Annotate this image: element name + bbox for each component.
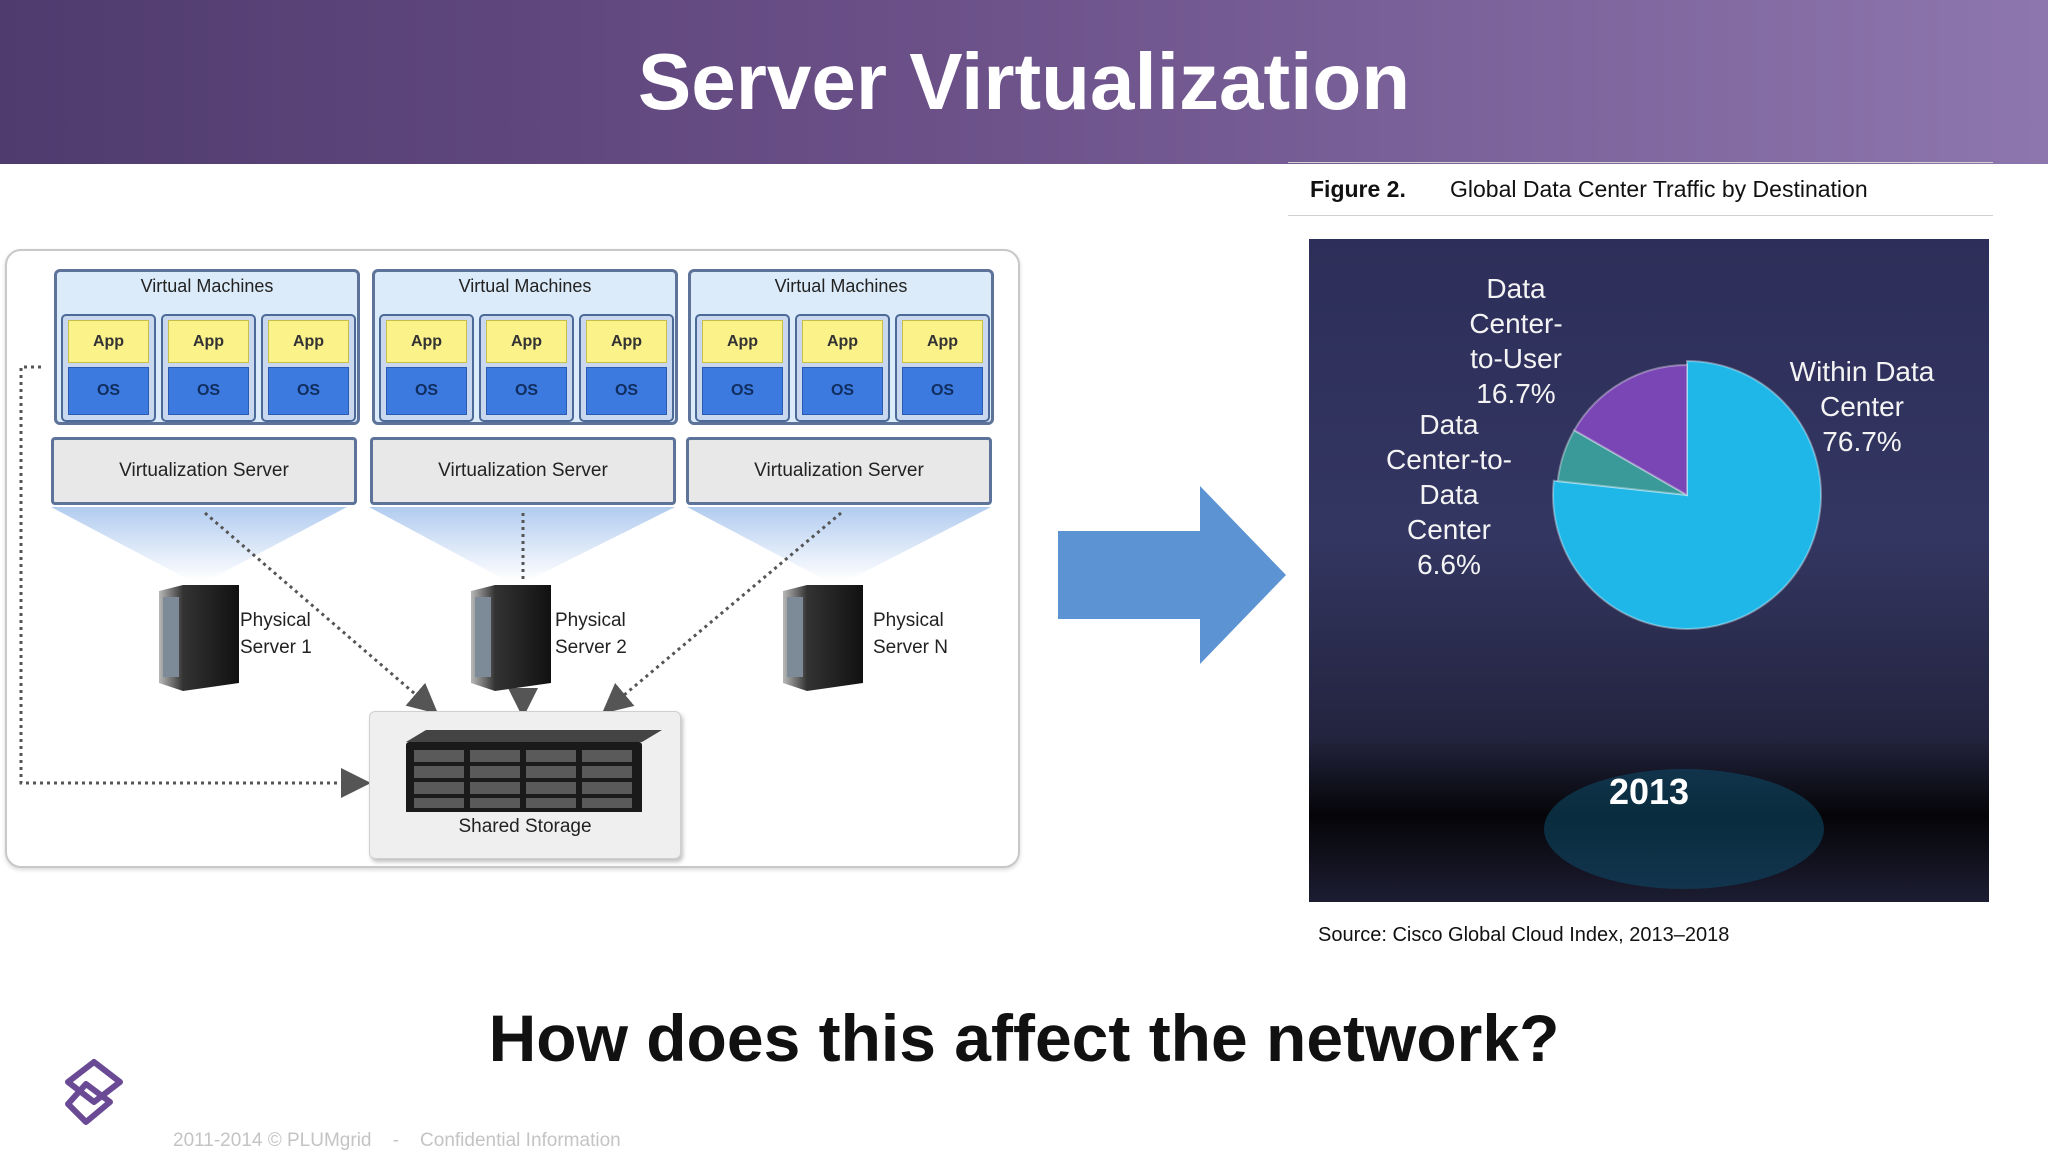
virtualization-server-3: Virtualization Server xyxy=(686,437,992,505)
app-box: App xyxy=(902,320,983,363)
physical-server-2-icon xyxy=(471,585,551,691)
vm-cluster-title: Virtual Machines xyxy=(774,276,908,296)
app-box: App xyxy=(386,320,467,363)
app-box: App xyxy=(68,320,149,363)
pie-slice-dc-to-dc xyxy=(1556,428,1688,496)
virtualization-server-1: Virtualization Server xyxy=(51,437,357,505)
os-box: OS xyxy=(586,367,667,415)
os-box: OS xyxy=(268,367,349,415)
pie-label-within-data-center: Within Data Center 76.7% xyxy=(1789,356,1935,457)
app-box: App xyxy=(586,320,667,363)
virtualization-server-2: Virtualization Server xyxy=(370,437,676,505)
figure-source: Source: Cisco Global Cloud Index, 2013–2… xyxy=(1318,924,1730,946)
figure-caption: Figure 2. Global Data Center Traffic by … xyxy=(1288,162,1993,216)
figure-title: Global Data Center Traffic by Destinatio… xyxy=(1450,176,1868,202)
diagram-connectors xyxy=(19,365,991,798)
os-box: OS xyxy=(702,367,783,415)
os-box: OS xyxy=(486,367,567,415)
app-box: App xyxy=(802,320,883,363)
arrow-server1-storage xyxy=(204,511,439,714)
question-text: How does this affect the network? xyxy=(488,1001,1560,1075)
arrow-vm-storage xyxy=(19,365,371,798)
vm-cluster-title: Virtual Machines xyxy=(458,276,592,296)
beam-3 xyxy=(687,507,991,581)
plumgrid-logo-icon xyxy=(65,1059,123,1125)
footer-text: 2011-2014 © PLUMgrid - Confidential Info… xyxy=(173,1130,621,1151)
beam-1 xyxy=(51,507,347,581)
storage-array-icon xyxy=(406,730,662,812)
app-box: App xyxy=(168,320,249,363)
os-box: OS xyxy=(902,367,983,415)
app-box: App xyxy=(486,320,567,363)
shared-storage-label: Shared Storage xyxy=(458,816,592,837)
arrow-serverN-storage xyxy=(601,511,842,714)
pie-label-dc-to-user: Data Center- to-User 16.7% xyxy=(1469,273,1563,409)
pie-year-label: 2013 xyxy=(1608,771,1690,812)
shared-storage: Shared Storage xyxy=(369,711,681,859)
app-box: App xyxy=(268,320,349,363)
figure-number: Figure 2. xyxy=(1310,176,1406,202)
pie-reflection xyxy=(1544,769,1824,889)
os-box: OS xyxy=(386,367,467,415)
os-box: OS xyxy=(802,367,883,415)
slide-title: Server Virtualization xyxy=(637,37,1411,126)
os-box: OS xyxy=(168,367,249,415)
right-arrow-icon xyxy=(1058,486,1286,664)
vm-cluster-title: Virtual Machines xyxy=(140,276,274,296)
pie-slice-within-data-center xyxy=(1552,359,1822,630)
pie-slice-dc-to-user xyxy=(1572,363,1688,497)
pie-chart xyxy=(1544,359,1824,889)
physical-server-n-icon xyxy=(783,585,863,691)
pie-chart-panel: Within Data Center 76.7% Data Center-to-… xyxy=(1309,239,1989,902)
os-box: OS xyxy=(68,367,149,415)
physical-server-1-icon xyxy=(159,585,239,691)
app-box: App xyxy=(702,320,783,363)
title-banner xyxy=(0,0,2048,164)
pie-label-dc-to-dc: Data Center-to- Data Center 6.6% xyxy=(1385,409,1513,580)
